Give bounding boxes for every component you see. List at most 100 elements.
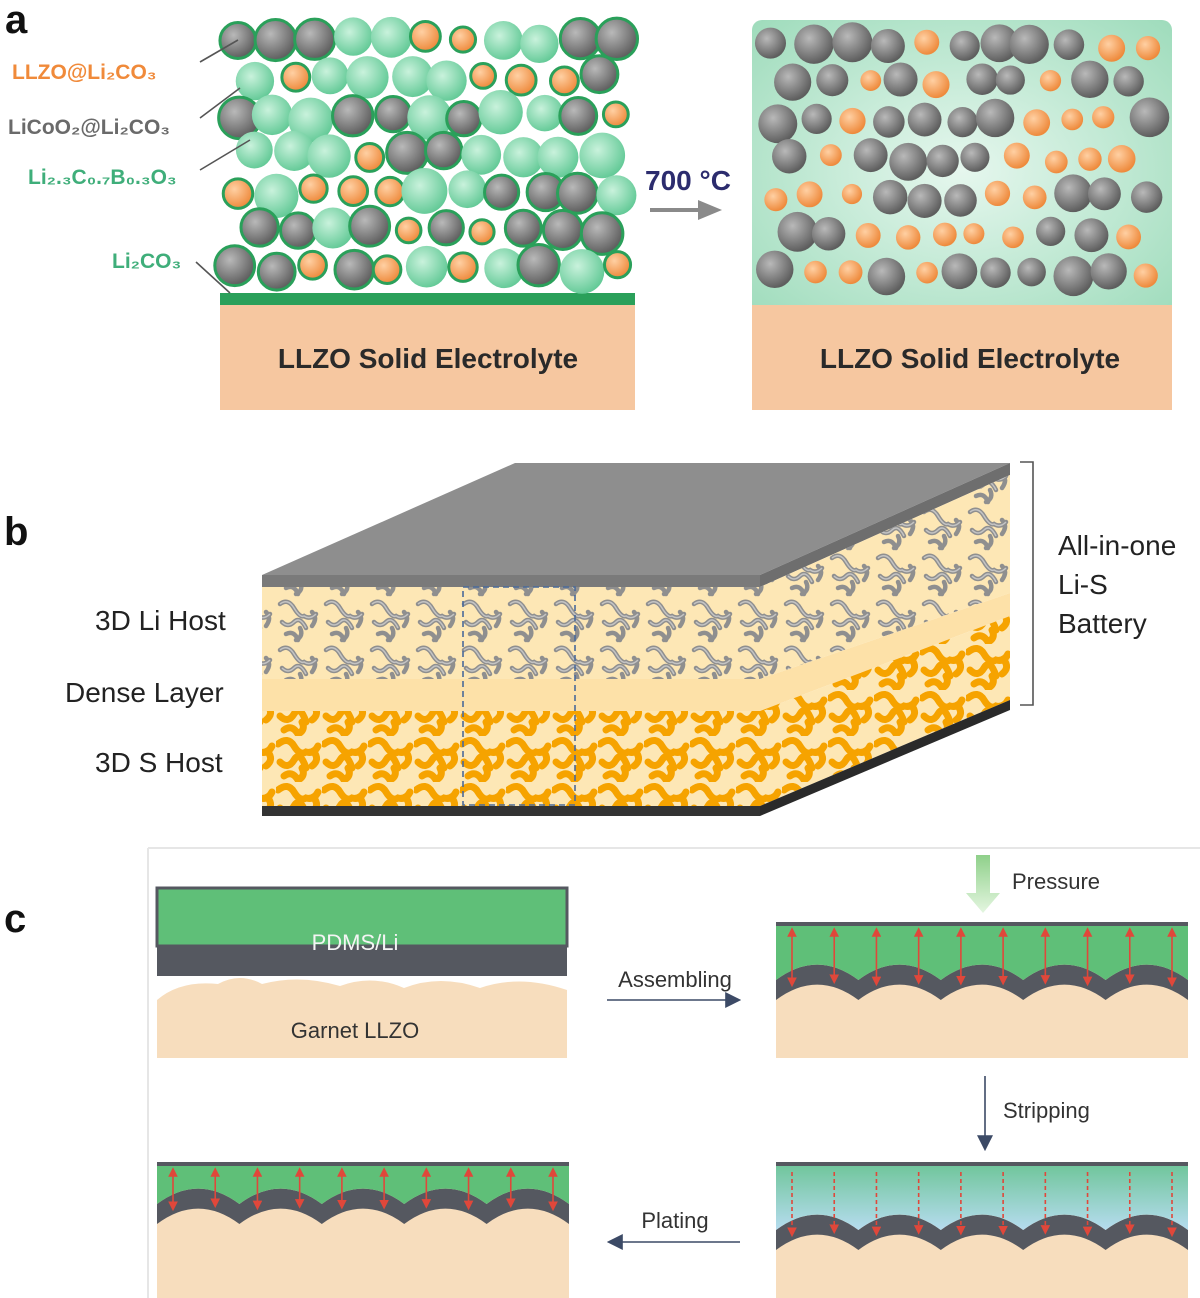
licoo2-particle: [889, 142, 928, 181]
licoo2-particle: [774, 63, 812, 101]
llzo-particle: [1098, 34, 1126, 62]
llzo-particle: [916, 261, 938, 284]
llzo-particle: [468, 218, 496, 246]
licoo2-particle: [944, 184, 977, 217]
llzo-particle: [838, 260, 863, 285]
llzo-particle: [796, 181, 823, 208]
step-separated: PDMS/Li Garnet LLZO: [155, 886, 569, 1058]
llzo-particle: [764, 188, 788, 212]
licoo2-particle: [756, 250, 794, 289]
licoo2-particle: [980, 257, 1011, 288]
llzo-particle: [298, 173, 329, 204]
llzo-particle: [504, 63, 538, 97]
lcbo-particle: [405, 245, 448, 288]
llzo-particle: [1044, 150, 1068, 174]
layer-dense: [262, 679, 760, 711]
llzo-particle: [1133, 263, 1158, 288]
llzo-particle: [1023, 109, 1051, 137]
stripping-label: Stripping: [1003, 1098, 1090, 1123]
li2co3-interlayer: [220, 293, 635, 305]
licoo2-particle: [445, 99, 483, 138]
llzo-particle: [855, 222, 881, 248]
llzo-particle: [354, 142, 386, 173]
licoo2-particle: [867, 257, 906, 296]
lcbo-particle: [478, 90, 523, 135]
lcbo-particle: [235, 61, 275, 101]
llzo-particle: [1092, 106, 1115, 129]
licoo2-particle: [556, 171, 599, 215]
licoo2-particle: [853, 138, 888, 173]
lcbo-particle: [274, 130, 315, 171]
licoo2-particle: [503, 208, 543, 248]
licoo2-particle: [1053, 29, 1085, 60]
particle-cluster-left: [213, 16, 640, 294]
llzo-particle: [1022, 185, 1047, 210]
licoo2-particle: [1129, 97, 1170, 138]
licoo2-particle: [293, 17, 337, 61]
garnet-llzo-label: Garnet LLZO: [291, 1018, 419, 1043]
label-3d-li-host: 3D Li Host: [95, 605, 226, 636]
stress-arrows-stripped: [787, 1172, 1177, 1238]
licoo2-particle: [423, 130, 464, 171]
licoo2-particle: [385, 130, 430, 175]
licoo2-particle: [980, 24, 1019, 63]
llzo-particle: [448, 25, 478, 54]
step-plated: [157, 1162, 569, 1298]
layer-3d-li-host: [262, 587, 760, 679]
llzo-particle: [447, 251, 479, 283]
licoo2-particle: [374, 94, 413, 134]
llzo-particle: [601, 100, 630, 129]
licoo2-particle: [1053, 256, 1094, 297]
lcbo-particle: [312, 207, 354, 249]
llzo-particle: [394, 216, 423, 245]
li-layer: [157, 946, 567, 976]
temperature-label: 700 °C: [645, 165, 731, 196]
pdms-layer-3: [776, 1164, 1188, 1230]
unit-cell-outline: [462, 586, 576, 806]
lcbo-particle: [483, 20, 523, 60]
side-top-collector: [760, 463, 1010, 587]
licoo2-particle: [816, 64, 849, 97]
pressure-label: Pressure: [1012, 869, 1100, 894]
panel-a: a LLZO Solid Electrolyte LLZO@Li₂CO₃ LiC…: [5, 0, 1172, 410]
lcbo-particle: [484, 248, 525, 289]
side-dense: [760, 593, 1010, 711]
licoo2-particle: [594, 16, 640, 62]
side-s-host: [760, 616, 1010, 806]
panel-b: b 3D Li Host Dense Layer 3D S Host All-i…: [4, 461, 1176, 816]
panel-letter-c: c: [4, 897, 26, 941]
licoo2-particle: [1036, 216, 1066, 246]
licoo2-particle: [483, 173, 521, 211]
licoo2-particle: [579, 211, 625, 256]
pressure-arrow: [966, 855, 1000, 913]
licoo2-particle: [279, 211, 318, 250]
llzo-particle: [914, 29, 940, 55]
llzo-particle: [1116, 224, 1142, 250]
licoo2-particle: [1090, 253, 1127, 290]
pdms-li-label: PDMS/Li: [312, 930, 399, 955]
lcbo-particle: [235, 131, 273, 169]
sintered-matrix: [752, 20, 1172, 320]
lcbo-particle: [448, 170, 487, 209]
licoo2-particle: [941, 253, 978, 290]
process-arrow-head: [698, 200, 722, 220]
lcbo-particle: [407, 95, 453, 140]
licoo2-particle: [832, 22, 873, 63]
legend-lcbo: Li₂.₃C₀.₇B₀.₃O₃: [28, 166, 177, 189]
licoo2-particle: [811, 217, 846, 251]
lcbo-particle: [559, 249, 605, 294]
llzo-particle: [297, 249, 328, 281]
llzo-particle: [922, 71, 950, 99]
licoo2-particle: [758, 104, 798, 144]
licoo2-particle: [801, 103, 832, 135]
bracket-label-line2: Li-S: [1058, 569, 1108, 600]
lcbo-particle: [596, 175, 637, 216]
interface-scallop-3: [776, 1214, 1188, 1250]
lcbo-particle: [520, 24, 559, 64]
panel-c: c PDMS/Li Garnet LLZO Assembling Pressur…: [4, 847, 1200, 1298]
llzo-electrolyte-right: [752, 305, 1172, 410]
lcbo-particle: [334, 17, 373, 56]
licoo2-particle: [1009, 24, 1049, 64]
battery-bracket: [1020, 461, 1034, 706]
panel-letter-b: b: [4, 510, 28, 554]
